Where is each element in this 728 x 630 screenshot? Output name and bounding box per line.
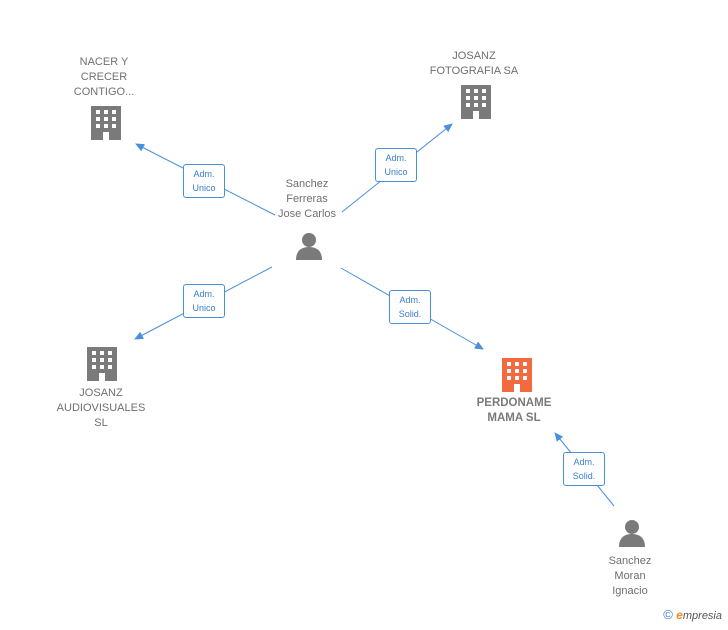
copyright-symbol: ©: [663, 607, 673, 622]
footer-brand: © empresia: [663, 607, 722, 622]
building-icon[interactable]: [87, 347, 117, 381]
brand-logo-initial: e: [676, 608, 683, 622]
person-icon[interactable]: [296, 233, 322, 260]
edge-badge-adm-unico[interactable]: Adm. Unico: [183, 164, 225, 198]
building-icon[interactable]: [461, 85, 491, 119]
building-icon[interactable]: [91, 106, 121, 140]
node-label-nacer[interactable]: NACER Y CRECER CONTIGO...: [73, 56, 135, 98]
brand-logo-text: mpresia: [682, 610, 722, 622]
person-icon[interactable]: [619, 520, 645, 547]
edge-badge-adm-unico[interactable]: Adm. Unico: [375, 148, 417, 182]
edge-badge-adm-unico[interactable]: Adm. Unico: [183, 284, 225, 318]
node-label-audiovisuales[interactable]: JOSANZ AUDIOVISUALES SL: [56, 387, 146, 429]
node-label-fotografia[interactable]: JOSANZ FOTOGRAFIA SA: [429, 50, 519, 77]
edge-badge-adm-solid[interactable]: Adm. Solid.: [389, 290, 431, 324]
node-label-sanchez-moran[interactable]: Sanchez Moran Ignacio: [608, 555, 652, 597]
node-label-perdoname[interactable]: PERDONAME MAMA SL: [476, 397, 552, 424]
building-icon[interactable]: [502, 358, 532, 392]
node-label-sanchez-ferreras[interactable]: Sanchez Ferreras Jose Carlos: [277, 178, 337, 220]
edge-badge-adm-solid[interactable]: Adm. Solid.: [563, 452, 605, 486]
